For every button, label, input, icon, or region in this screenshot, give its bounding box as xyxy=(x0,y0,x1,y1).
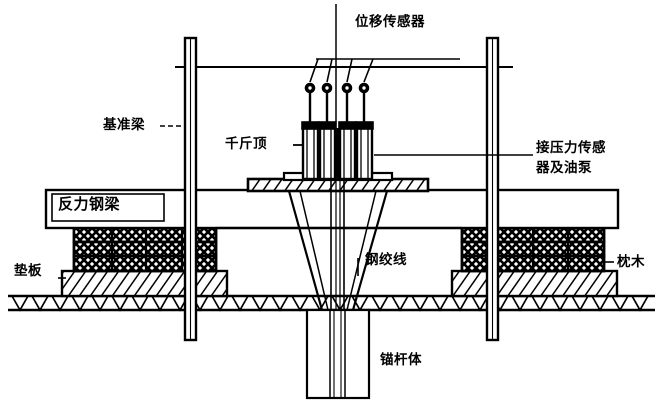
jack-cylinder-1 xyxy=(301,121,320,181)
reaction-steel-beam xyxy=(44,188,620,230)
reference-beam-post-left xyxy=(183,36,198,342)
jack-cylinder-4 xyxy=(355,121,374,181)
bearing-plate-right xyxy=(450,269,619,298)
label-pressure-sensor-line2: 器及油泵 xyxy=(536,160,592,176)
timber-crib-right xyxy=(460,226,606,273)
label-reaction-steel-beam: 反力钢梁 xyxy=(58,195,121,213)
jack-cylinder-2 xyxy=(318,121,337,181)
label-steel-strand: 钢绞线 xyxy=(365,252,407,268)
anchor-rod-body xyxy=(305,308,371,400)
label-jack: 千斤顶 xyxy=(225,136,267,152)
reference-beam-post-right xyxy=(485,36,500,342)
displacement-sensor-group xyxy=(304,58,460,124)
jack-assembly xyxy=(301,121,374,181)
label-reference-beam: 基准梁 xyxy=(103,117,145,133)
jack-cylinder-3 xyxy=(338,121,357,181)
label-bearing-plate: 垫板 xyxy=(14,263,42,279)
bearing-plate-left xyxy=(60,269,229,298)
label-anchor-rod-body: 锚杆体 xyxy=(380,352,422,368)
label-displacement-sensor: 位移传感器 xyxy=(355,14,425,30)
label-pressure-sensor-line1: 接压力传感 xyxy=(536,140,606,156)
label-sleeper-timber: 枕木 xyxy=(617,254,645,270)
